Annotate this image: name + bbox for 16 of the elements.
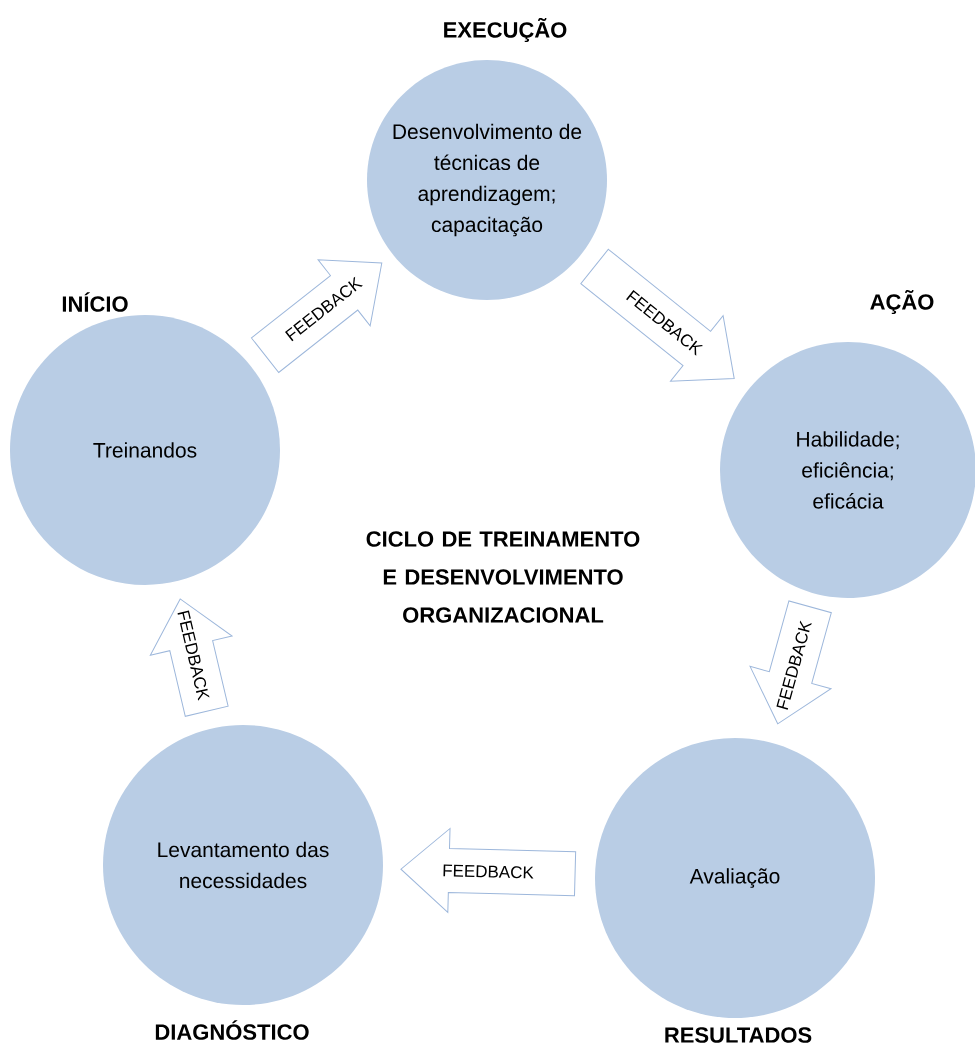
stage-heading: INÍCIO — [62, 292, 128, 312]
edge-label: FEEDBACK — [443, 864, 534, 879]
stage-heading: AÇÃO — [870, 289, 934, 315]
stage-heading: RESULTADOS — [665, 1027, 812, 1043]
block-arrow — [250, 259, 383, 373]
stage-heading: EXECUÇÃO — [444, 17, 567, 43]
block-arrow — [749, 600, 832, 725]
block-arrow — [400, 827, 577, 913]
diagram-title: CICLO DE TREINAMENTO E DESENVOLVIMENTO ORGANIZACIONAL — [366, 531, 640, 623]
circle-node: Treinandos — [10, 315, 280, 585]
circle-node: Desenvolvimento de técnicas de aprendizagem; capacitação — [367, 60, 607, 300]
block-arrow — [149, 598, 233, 717]
circle-node: Avaliação — [595, 738, 875, 1018]
stage-heading: DIAGNÓSTICO — [155, 1020, 309, 1040]
block-arrow — [580, 248, 735, 382]
circle-node: Levantamento das necessidades — [103, 725, 383, 1005]
